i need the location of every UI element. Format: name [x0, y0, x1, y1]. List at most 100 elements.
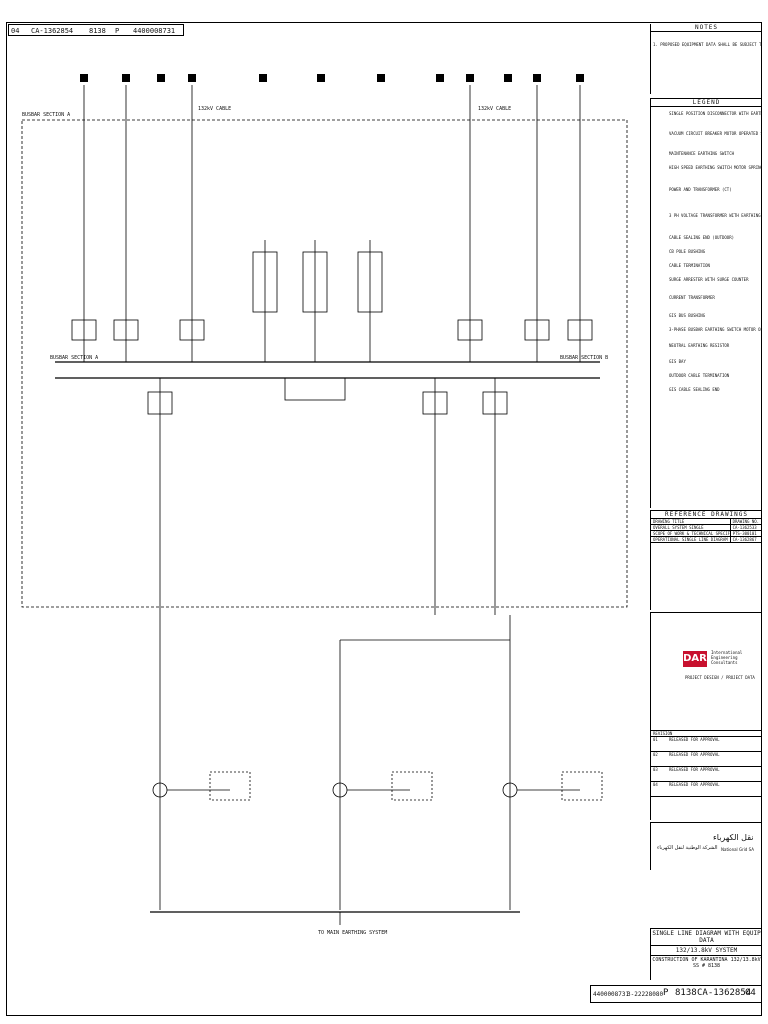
reference-title: REFERENCE DRAWINGS [651, 511, 762, 519]
rev-no-4: 04 [653, 782, 658, 787]
ref-row-3-title: OPERATIONAL SINGLE LINE DIAGRAM [653, 537, 728, 542]
bottom-doc: CA-1362854 [697, 988, 752, 998]
enclosure-label: BUSBAR SECTION A [22, 112, 71, 118]
title-line-1: SINGLE LINE DIAGRAM WITH EQUIP DATA [651, 930, 762, 946]
title-line-3: CONSTRUCTION OF KARANTINA 132/13.8kV SS … [652, 957, 761, 969]
terminal-2 [122, 74, 130, 82]
legend-item-4: HIGH SPEED EARTHING SWITCH MOTOR SPRING … [669, 165, 762, 170]
bay-box-4 [457, 319, 483, 341]
legend-item-14: NEUTRAL EARTHING RESISTOR [669, 343, 730, 348]
consultant-text: International Engineering Consultants [711, 650, 742, 665]
terminal-6 [317, 74, 325, 82]
title-line-2: 132/13.8kV SYSTEM [651, 946, 762, 956]
legend-item-3: MAINTENANCE EARTHING SWITCH [669, 151, 735, 156]
rev-no-2: 02 [653, 752, 658, 757]
bottom-bay: 8138 [675, 988, 697, 998]
legend-item-11: CURRENT TRANSFORMER [669, 295, 715, 300]
ref-row-1-no: CA-1362533 [729, 525, 762, 530]
ref-header-title: DRAWING TITLE [653, 519, 685, 524]
ref-row-2-no: PTS-300101 [729, 531, 762, 536]
bottom-id-row: 4400008731 3-22228080 P 8138 CA-1362854 … [590, 985, 762, 1003]
legend-item-1: SINGLE POSITION DISCONNECTOR WITH EARTHI… [669, 111, 762, 116]
ref-header-no: DRAWING NO. [729, 519, 762, 524]
legend-item-16: OUTDOOR CABLE TERMINATION [669, 373, 730, 378]
terminal-7 [377, 74, 385, 82]
consultant-line-2: Engineering [711, 655, 738, 660]
top-code: 4400008731 [133, 27, 176, 35]
consultant-line-3: Consultants [711, 660, 738, 665]
tx-box-3 [482, 391, 508, 415]
legend-item-8: CB POLE BUSHING [669, 249, 706, 254]
terminal-10 [504, 74, 512, 82]
top-part-b: P [115, 27, 120, 35]
bay-box-8 [302, 251, 328, 313]
terminal-8 [436, 74, 444, 82]
legend-item-15: GIS BAY [669, 359, 686, 364]
dar-logo: DAR [683, 651, 707, 667]
legend-panel: LEGEND SINGLE POSITION DISCONNECTOR WITH… [650, 98, 762, 508]
bottom-rev: 04 [745, 988, 756, 998]
bus-coupler-box [284, 377, 346, 401]
legend-item-9: CABLE TERMINATION [669, 263, 710, 268]
bay-box-1 [71, 319, 97, 341]
rev-desc-4: RELEASED FOR APPROVAL [669, 782, 720, 787]
top-doc: CA-1362854 [31, 27, 74, 35]
notes-title: NOTES [651, 24, 762, 32]
rev-desc-3: RELEASED FOR APPROVAL [669, 767, 720, 772]
stamp-title: PROJECT DESIGN / PROJECT DATA [685, 675, 755, 680]
busbar-label-left: BUSBAR SECTION A [50, 355, 99, 361]
rev-desc-1: RELEASED FOR APPROVAL [669, 737, 720, 742]
legend-item-17: GIS CABLE SEALING END [669, 387, 720, 392]
owner-name-ar: الشركة الوطنية لنقل الكهرباء [657, 845, 718, 851]
legend-item-13: 3-PHASE BUSBAR EARTHING SWITCH MOTOR OPE… [669, 327, 762, 332]
title-block: SINGLE LINE DIAGRAM WITH EQUIP DATA 132/… [650, 928, 762, 980]
legend-item-7: CABLE SEALING END (OUTDOOR) [669, 235, 735, 240]
legend-item-5: POWER AND TRANSFORMER (CT) [669, 187, 732, 192]
ref-row-2-title: SCOPE OF WORK & TECHNICAL SPECIFICATION [653, 531, 730, 536]
owner-brand-ar: نقل الكهرباء [713, 833, 754, 842]
terminal-9 [466, 74, 474, 82]
tx-box-1 [147, 391, 173, 415]
bottom-code2: 3-22228080 [627, 991, 664, 998]
owner-panel: نقل الكهرباء الشركة الوطنية لنقل الكهربا… [650, 822, 762, 870]
bay-box-5 [524, 319, 550, 341]
rev-no-3: 03 [653, 767, 658, 772]
tx-box-2 [422, 391, 448, 415]
note-1: 1. PROPOSED EQUIPMENT DATA SHALL BE SUBJ… [653, 42, 762, 47]
earth-label: TO MAIN EARTHING SYSTEM [318, 930, 388, 936]
cable-label-right: 132kV CABLE [478, 106, 512, 112]
terminal-11 [533, 74, 541, 82]
legend-item-10: SURGE ARRESTER WITH SURGE COUNTER [669, 277, 749, 282]
ner-box-2 [391, 771, 433, 801]
cable-label-left: 132kV CABLE [198, 106, 232, 112]
owner-name-en: National Grid SA [721, 847, 754, 852]
top-id-strip: 04 CA-1362854 8138 P 4400008731 [8, 24, 184, 36]
bay-box-7 [252, 251, 278, 313]
drawing-sheet [6, 22, 762, 1016]
reference-panel: REFERENCE DRAWINGS DRAWING TITLE DRAWING… [650, 510, 762, 610]
top-rev: 04 [11, 27, 20, 35]
legend-item-12: GIS BUS BUSHING [669, 313, 706, 318]
rev-desc-2: RELEASED FOR APPROVAL [669, 752, 720, 757]
bay-box-6 [567, 319, 593, 341]
legend-title: LEGEND [651, 99, 762, 107]
consultant-line-1: International [711, 650, 743, 655]
ner-box-1 [209, 771, 251, 801]
bay-box-3 [179, 319, 205, 341]
revision-header: REVISION [651, 731, 762, 737]
bottom-part: P [663, 988, 669, 998]
terminal-5 [259, 74, 267, 82]
busbar-label-right: BUSBAR SECTION B [560, 355, 609, 361]
ref-row-3-no: CA-1362867 [729, 537, 762, 542]
rev-no-1: 01 [653, 737, 658, 742]
terminal-4 [188, 74, 196, 82]
bottom-code: 4400008731 [593, 991, 630, 998]
terminal-1 [80, 74, 88, 82]
single-line-diagram [21, 74, 628, 925]
terminal-3 [157, 74, 165, 82]
ref-row-1-title: OVERALL SYSTEM SINGLE [653, 525, 704, 530]
top-part-a: 8138 [89, 27, 106, 35]
notes-panel: NOTES 1. PROPOSED EQUIPMENT DATA SHALL B… [650, 24, 762, 94]
ner-box-3 [561, 771, 603, 801]
